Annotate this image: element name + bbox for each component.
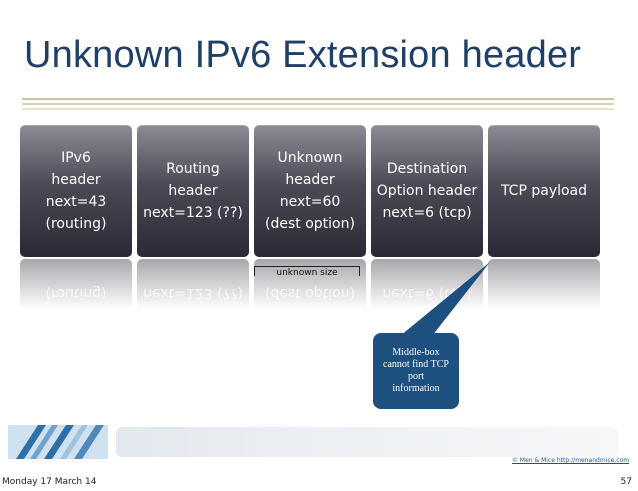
title-divider [22, 108, 614, 110]
title-divider [22, 103, 614, 105]
slide-title: Unknown IPv6 Extension header [24, 34, 582, 76]
routing-header-box: Routing header next=123 (??) [137, 125, 249, 257]
footer-date: Monday 17 March 14 [2, 477, 97, 487]
box-label: IPv6 header next=43 (routing) [45, 150, 107, 232]
page-number: 57 [620, 477, 632, 487]
title-divider [22, 98, 614, 100]
box-reflection: (routing) [20, 259, 132, 309]
unknown-size-label: unknown size [276, 268, 338, 278]
unknown-header-box: Unknown header next=60 (dest option) [254, 125, 366, 257]
box-label: Destination Option header next=6 (tcp) [376, 161, 478, 221]
tcp-payload-box: TCP payload [488, 125, 600, 257]
destination-option-header-box: Destination Option header next=6 (tcp) [371, 125, 483, 257]
box-label: TCP payload [500, 183, 588, 199]
box-reflection: (dest option) [254, 259, 366, 309]
box-label: Routing header next=123 (??) [143, 161, 243, 221]
copyright-link[interactable]: © Men & Mice http://menandmice.com [512, 457, 630, 464]
box-reflection: next=123 (??) [137, 259, 249, 309]
footer-band [8, 425, 618, 459]
box-label: Unknown header next=60 (dest option) [265, 150, 355, 232]
box-reflection [488, 259, 600, 309]
middlebox-callout: Middle-box cannot find TCP port informat… [373, 333, 459, 409]
ipv6-header-box: IPv6 header next=43 (routing) [20, 125, 132, 257]
unknown-size-bracket [254, 266, 360, 276]
